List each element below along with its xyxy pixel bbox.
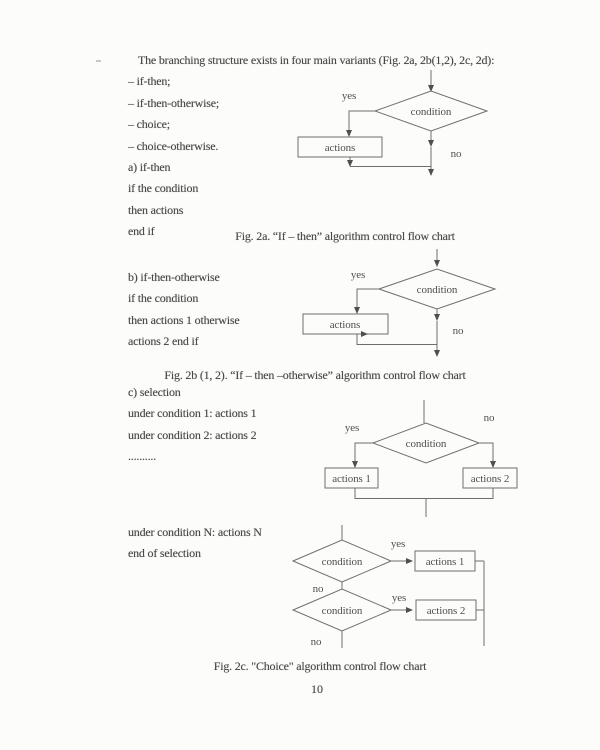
fig2b1-yes-label: yes [351, 269, 365, 281]
page-number: 10 [311, 682, 323, 696]
figure-2a-caption: Fig. 2a. “If – then” algorithm control f… [235, 229, 455, 243]
pseudocode-line: end of selection [128, 546, 201, 561]
arrowhead-down-icon [347, 160, 353, 167]
flow-line [356, 288, 379, 307]
figure-2b-caption: Fig. 2b (1, 2). “If – then –otherwise” a… [164, 368, 466, 382]
pseudocode-line: actions 2 end if [128, 334, 199, 349]
fig2c-yes2-label: yes [392, 592, 406, 604]
fig2b1-condition-diamond [377, 268, 497, 310]
flow-line [354, 488, 494, 499]
fig2b2-yes-label: yes [345, 422, 359, 434]
fig2a-actions-label: actions [325, 142, 355, 154]
arrowhead-down-icon [434, 350, 440, 357]
arrowhead-down-icon [434, 260, 440, 267]
arrowhead-down-icon [428, 140, 434, 147]
list-item: – choice-otherwise. [128, 138, 219, 153]
fig2b1-no-label: no [453, 325, 464, 337]
figure-2c-caption: Fig. 2c. "Choice" algorithm control flow… [213, 659, 427, 673]
pseudocode-line: if the condition [128, 181, 199, 196]
pseudocode-line: under condition N: actions N [128, 525, 262, 539]
list-item: – if-then; [128, 74, 171, 89]
arrowhead-down-icon [428, 169, 434, 176]
fig2a-flowchart: condition yes no actions [297, 70, 489, 176]
pseudocode-line: .......... [128, 449, 157, 464]
fig2b2-actions1-box [324, 467, 379, 489]
flow-line [354, 442, 373, 461]
pseudocode-line: a) if-then [128, 160, 171, 175]
fig2c-actions2-label: actions 2 [427, 605, 466, 617]
arrowhead-down-icon [434, 314, 440, 321]
pseudocode-line: under condition 1: actions 1 [128, 406, 257, 421]
flow-line [348, 110, 375, 131]
pseudocode-line: if the condition [128, 291, 199, 306]
intro-paragraph: The branching structure exists in four m… [128, 50, 494, 243]
fig2a-no-label: no [451, 148, 462, 160]
section-n-paragraph: under condition N: actions N end of sele… [128, 522, 262, 565]
fig2c-yes1-label: yes [391, 538, 405, 550]
pseudocode-line: then actions [128, 202, 184, 217]
section-b-paragraph: b) if-then-otherwise if the condition th… [128, 267, 240, 353]
arrowhead-down-icon [346, 130, 352, 137]
arrowhead-down-icon [352, 461, 358, 468]
fig2a-condition-label: condition [411, 106, 452, 118]
fig2b2-flowchart: condition yes no actions 1 actions 2 [324, 400, 518, 517]
fig2c-condition2-label: condition [322, 605, 363, 617]
fig2c-condition1-label: condition [322, 556, 363, 568]
fig2c-no1-label: no [313, 583, 324, 595]
fig2b1-condition-label: condition [417, 284, 458, 296]
fig2c-flowchart: condition yes actions 1 no condition yes… [291, 525, 485, 648]
fig2b2-condition-label: condition [406, 438, 447, 450]
fig2b2-no-label: no [484, 412, 495, 424]
fig2a-actions-box [297, 136, 383, 158]
section-c-paragraph: c) selection under condition 1: actions … [128, 382, 257, 468]
pseudocode-line: then actions 1 otherwise [128, 312, 240, 327]
fig2b2-actions1-label: actions 1 [332, 473, 371, 485]
arrowhead-right-icon [361, 331, 368, 337]
scan-artifact [96, 60, 101, 62]
arrowhead-down-icon [490, 461, 496, 468]
list-item: – if-then-otherwise; [128, 95, 219, 110]
pseudocode-line: under condition 2: actions 2 [128, 427, 257, 442]
list-item: – choice; [128, 117, 170, 132]
pseudocode-line: b) if-then-otherwise [128, 270, 220, 284]
fig2b1-flowchart: condition yes no actions [302, 249, 497, 357]
fig2c-no2-label: no [311, 636, 322, 648]
fig2c-actions1-label: actions 1 [426, 556, 465, 568]
fig2b2-actions2-label: actions 2 [471, 473, 510, 485]
fig2b2-actions2-box [462, 467, 518, 489]
arrowhead-down-icon [354, 307, 360, 314]
fig2b1-actions-label: actions [330, 319, 360, 331]
flow-line [356, 334, 437, 345]
arrowhead-right-icon [406, 607, 413, 613]
flow-line [479, 442, 494, 461]
arrowhead-down-icon [428, 85, 434, 92]
pseudocode-line: c) selection [128, 385, 181, 399]
fig2a-yes-label: yes [342, 90, 356, 102]
fig2a-condition-diamond [373, 90, 489, 132]
paragraph-line: The branching structure exists in four m… [138, 53, 495, 67]
arrowhead-right-icon [406, 558, 413, 564]
pseudocode-line: end if [128, 224, 155, 239]
